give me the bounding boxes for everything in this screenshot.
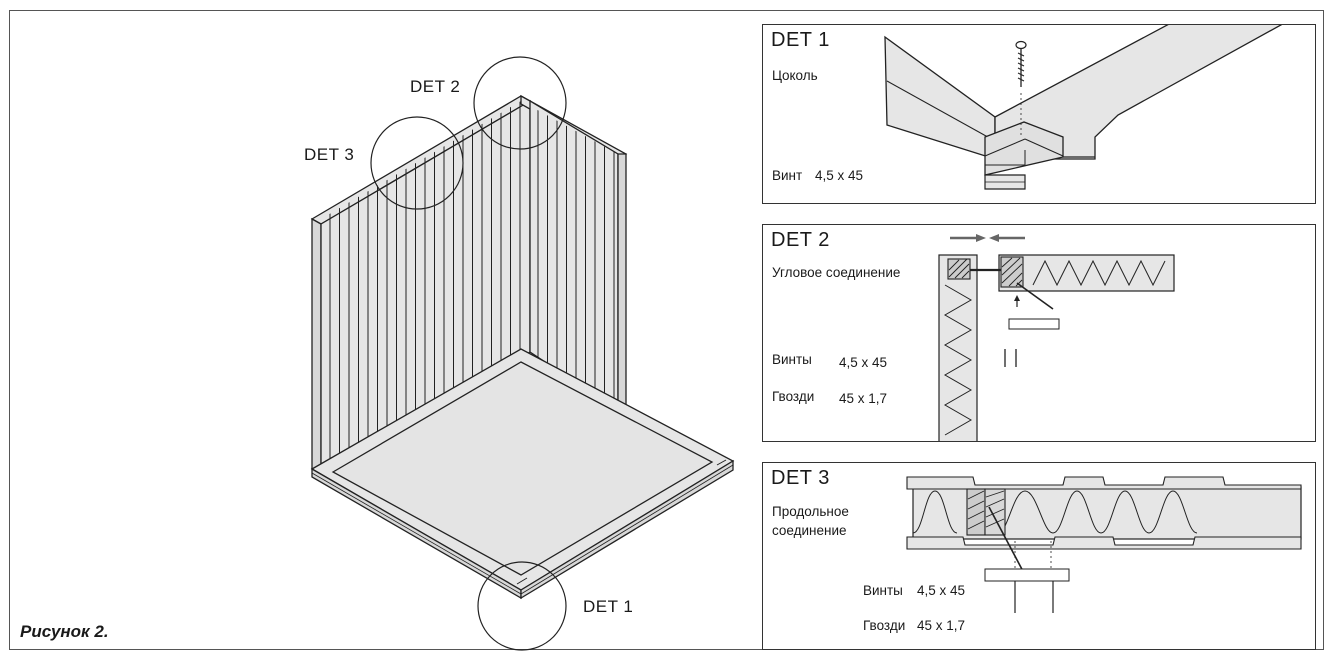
det3-circle [370, 116, 464, 210]
det3-screws-label: Винты [863, 583, 903, 598]
det1-fastener-label: Винт [772, 168, 803, 183]
det3-wave [912, 490, 1198, 534]
sauna-corner-drawing [310, 56, 735, 651]
det2-callout: DET 2 [410, 77, 461, 96]
det3-title: DET 3 [771, 467, 830, 489]
det2-nails-size: 45 x 1,7 [839, 391, 888, 406]
det2-circle [473, 56, 567, 150]
det1-circle [477, 561, 567, 651]
det1-part-label: Цоколь [772, 68, 818, 83]
det3-callout: DET 3 [304, 145, 355, 164]
horizontal-wall-wave [1032, 259, 1166, 287]
det2-corner-joint-drawing [938, 234, 1175, 441]
figure-frame [9, 10, 1324, 650]
det3-nails-label: Гвозди [863, 618, 906, 633]
det3-part-label-line2: соединение [772, 523, 847, 538]
right-wall [520, 94, 628, 412]
vertical-wall-wave [943, 284, 973, 436]
det1-callout: DET 1 [583, 597, 634, 616]
det3-panel: DET 3 Продольное соединение Винты 4,5 x … [762, 462, 1316, 650]
det1-panel: DET 1 Цоколь Винт 4,5 x 45 [762, 24, 1316, 204]
det3-screws-size: 4,5 x 45 [917, 583, 966, 598]
det3-nails-size: 45 x 1,7 [917, 618, 966, 633]
det1-base-frame-drawing [884, 25, 1283, 190]
figure-caption: Рисунок 2. [20, 622, 109, 641]
det2-part-label: Угловое соединение [772, 265, 901, 280]
floor-frame [310, 348, 735, 600]
det2-screws-size: 4,5 x 45 [839, 355, 888, 370]
left-wall [310, 95, 532, 476]
det1-title: DET 1 [771, 29, 830, 51]
det2-nails-label: Гвозди [772, 389, 815, 404]
det3-part-label-line1: Продольное [772, 504, 849, 519]
det3-longitudinal-joint-drawing [906, 476, 1302, 613]
det2-title: DET 2 [771, 229, 830, 251]
screw-icon [1015, 40, 1027, 135]
det2-panel: DET 2 Угловое соединение Винты 4,5 x 45 … [762, 224, 1316, 442]
push-arrows-icon [950, 234, 1025, 242]
det1-fastener-size: 4,5 x 45 [815, 168, 864, 183]
det2-screws-label: Винты [772, 352, 812, 367]
